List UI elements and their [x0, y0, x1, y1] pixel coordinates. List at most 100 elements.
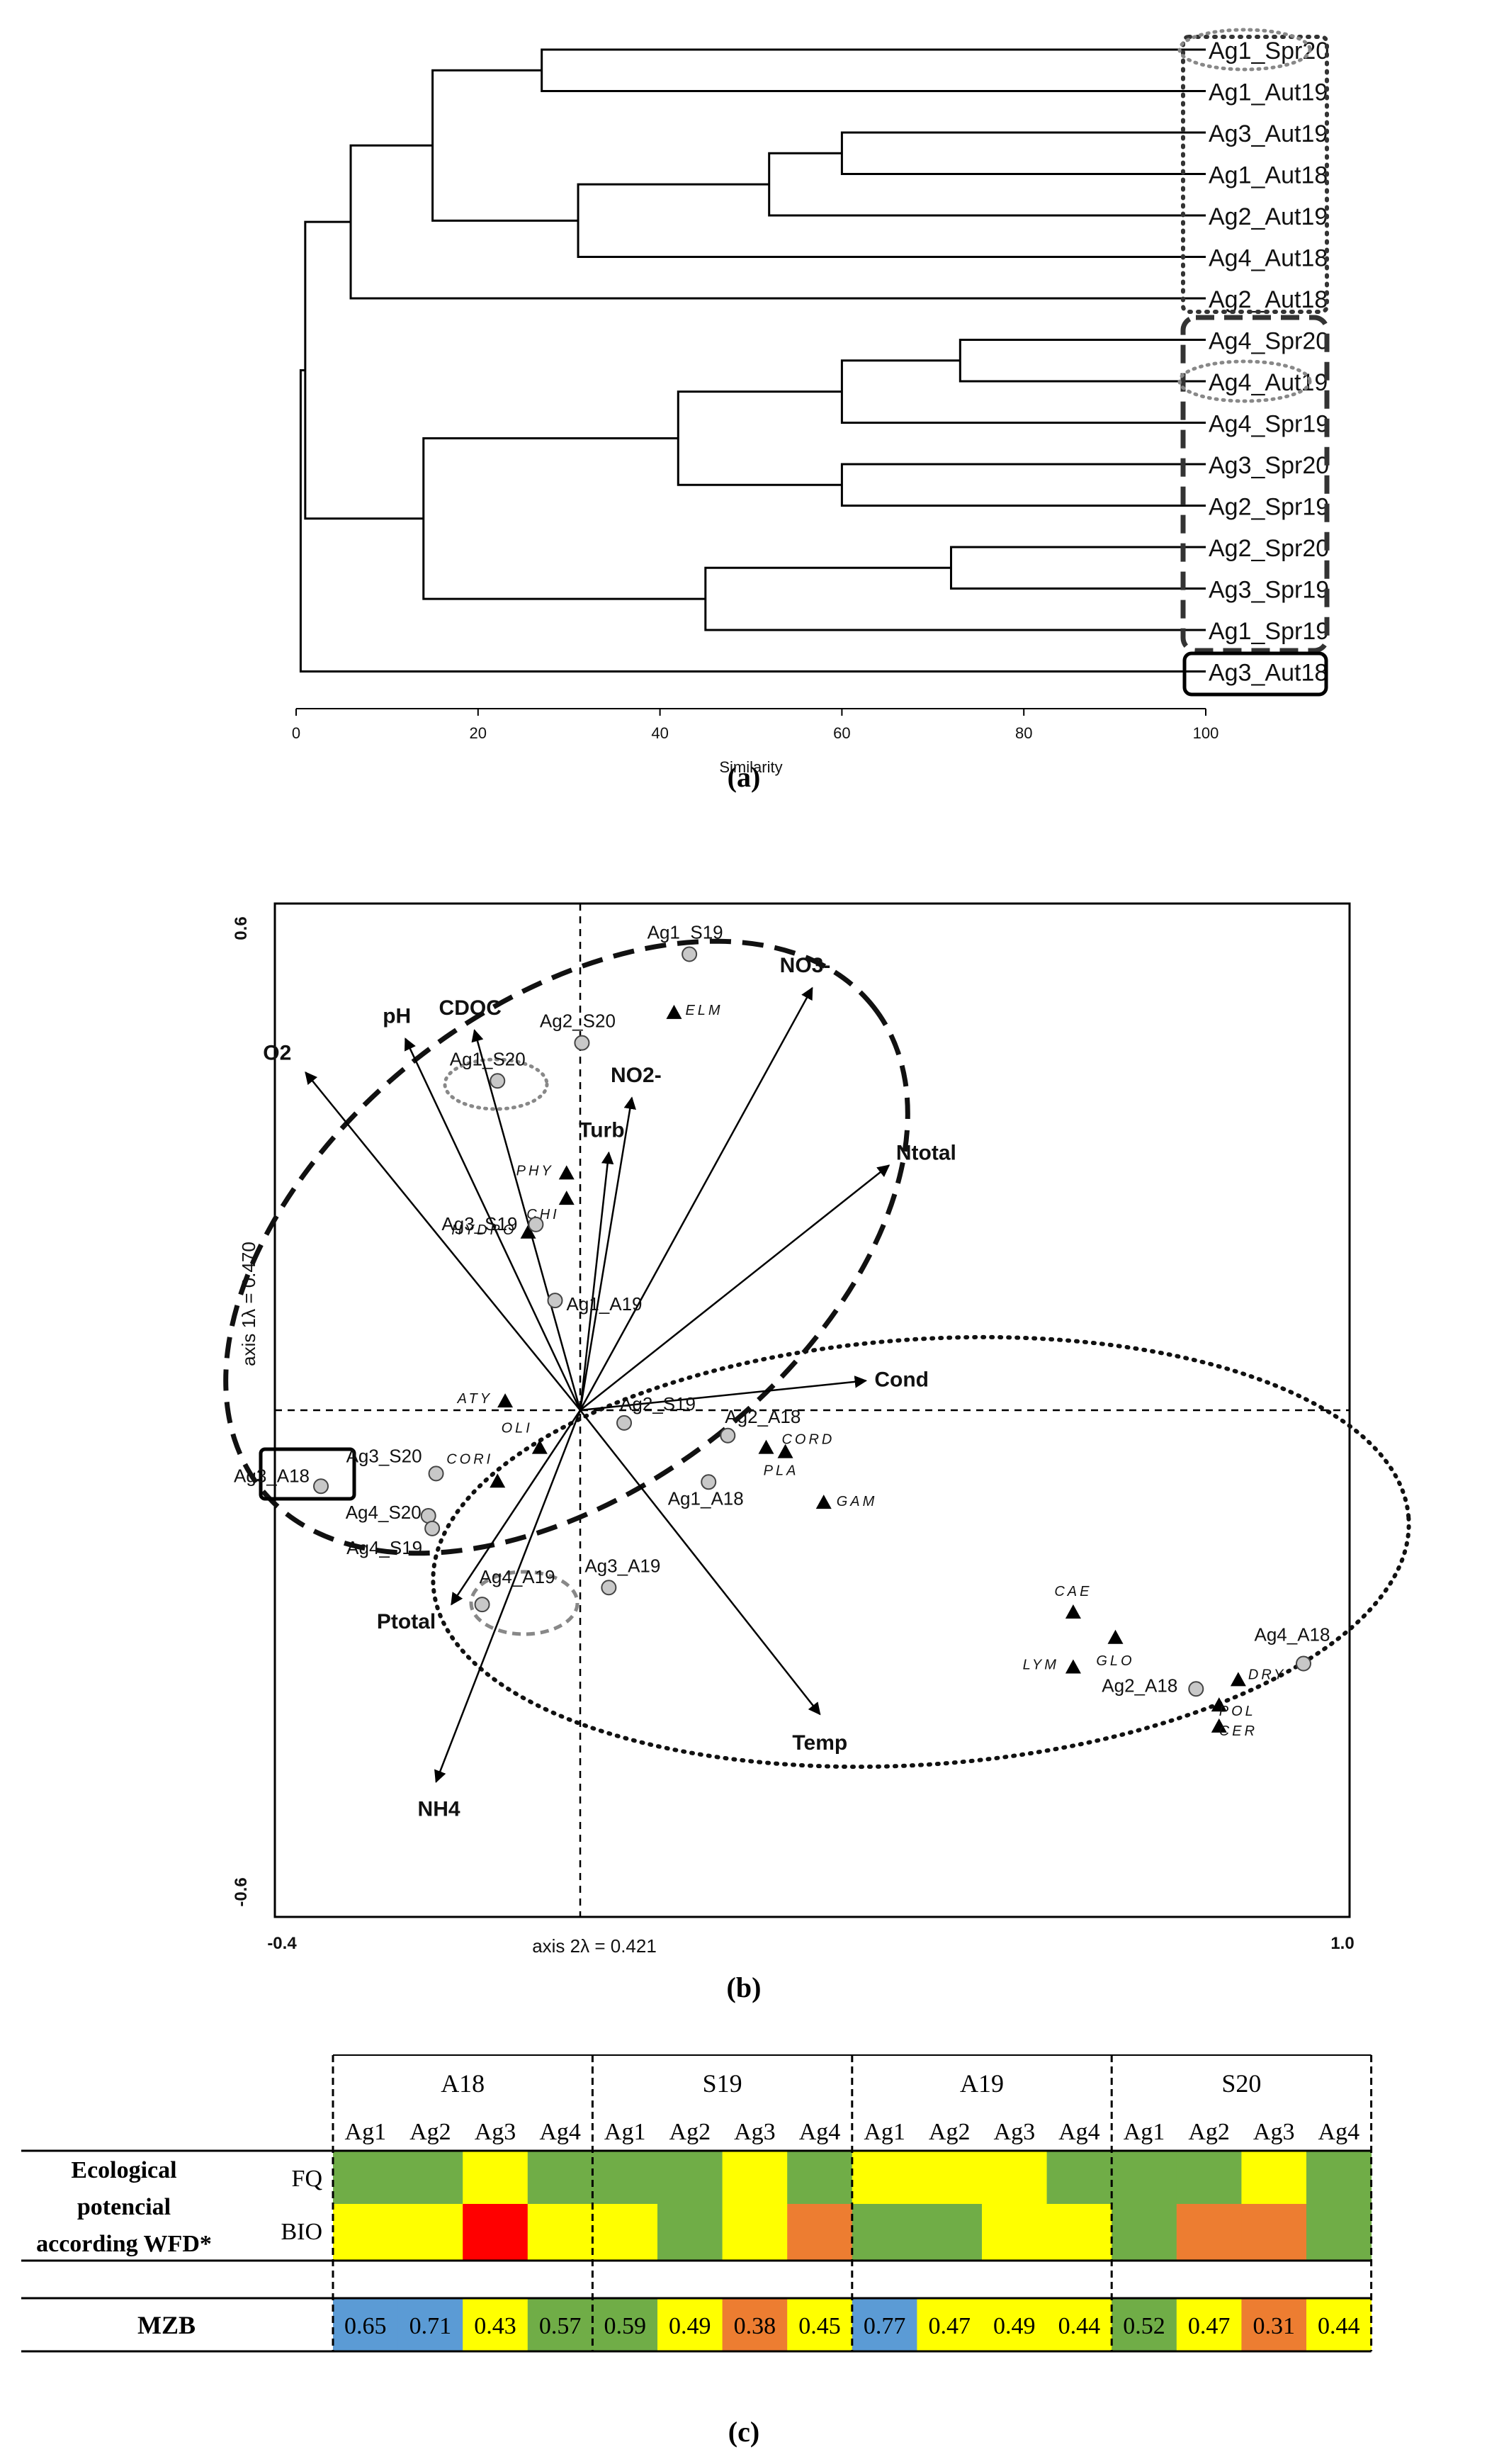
site-label: Ag4_S19 — [346, 1537, 422, 1558]
leaf-label: Ag1_Aut18 — [1209, 162, 1328, 189]
site-header: Ag4 — [799, 2119, 841, 2145]
leaf-label: Ag1_Aut19 — [1209, 79, 1328, 106]
mzb-value: 0.71 — [409, 2313, 452, 2339]
mzb-value: 0.77 — [864, 2313, 906, 2339]
dendrogram-branch — [840, 359, 1206, 424]
site-label: Ag1_S19 — [648, 922, 723, 943]
taxon-marker — [520, 1224, 536, 1239]
vector-arrow — [579, 1410, 821, 1716]
dendrogram-branch — [768, 152, 1206, 217]
site-label: Ag2_S19 — [620, 1393, 696, 1414]
taxon-label: GAM — [837, 1494, 878, 1509]
taxon-marker — [1065, 1604, 1081, 1619]
status-cell — [333, 2204, 399, 2261]
site-marker — [428, 1466, 444, 1482]
site-marker — [490, 1073, 506, 1089]
status-cell — [1176, 2204, 1242, 2261]
taxon-marker — [1211, 1718, 1227, 1733]
y-axis-label: axis 1λ = 0.470 — [238, 1242, 259, 1366]
site-header: Ag1 — [864, 2119, 905, 2145]
site-marker — [574, 1035, 590, 1051]
taxon-label: ELM — [685, 1003, 723, 1018]
site-label: Ag1_A19 — [567, 1293, 643, 1315]
site-label: Ag2_A18 — [725, 1406, 801, 1427]
status-cell — [917, 2151, 983, 2204]
site-marker — [601, 1580, 617, 1596]
mzb-cell — [592, 2298, 658, 2351]
row-label-fq: FQ — [292, 2166, 322, 2192]
site-marker — [474, 1597, 490, 1613]
leaf-label: Ag1_Spr19 — [1209, 618, 1329, 645]
biplot-group-ellipses — [223, 938, 1411, 1770]
mzb-cell — [397, 2298, 463, 2351]
vector-arrow — [579, 1376, 868, 1412]
status-cell — [592, 2204, 658, 2261]
period-header: A19 — [960, 2069, 1004, 2098]
taxon-marker — [1107, 1629, 1124, 1644]
vector-arrow — [579, 1151, 614, 1411]
y-tick-label: -0.6 — [232, 1877, 251, 1906]
site-header: Ag3 — [994, 2119, 1036, 2145]
site-header: Ag2 — [669, 2119, 711, 2145]
leaf-label: Ag4_Spr19 — [1209, 411, 1329, 438]
vector-label: pH — [383, 1005, 411, 1028]
row-group-label: potencial — [77, 2194, 171, 2220]
status-cell — [852, 2204, 917, 2261]
leaf-label: Ag2_Aut19 — [1209, 203, 1328, 230]
taxon-marker — [1230, 1672, 1246, 1687]
mzb-cell — [787, 2298, 853, 2351]
x-tick-label: 1.0 — [1330, 1934, 1354, 1953]
mzb-value: 0.43 — [474, 2313, 516, 2339]
status-cell — [592, 2151, 658, 2204]
x-tick-label: -0.4 — [267, 1934, 297, 1953]
mzb-value: 0.44 — [1058, 2313, 1101, 2339]
site-label: Ag3_A18 — [234, 1465, 310, 1486]
row-label-mzb: MZB — [137, 2311, 196, 2339]
group-box-dotted — [1181, 35, 1329, 314]
mzb-cell — [722, 2298, 788, 2351]
site-marker — [616, 1414, 633, 1431]
dendrogram-branch — [349, 144, 1206, 300]
dendrogram-branch — [304, 220, 424, 520]
taxon-marker — [1065, 1659, 1081, 1674]
taxon-label: GLO — [1096, 1653, 1134, 1669]
mzb-cell — [527, 2298, 593, 2351]
vector-arrow — [579, 1164, 890, 1411]
site-header: Ag1 — [345, 2119, 387, 2145]
taxon-marker — [815, 1495, 832, 1509]
vector-label: Ptotal — [377, 1610, 436, 1633]
status-cell — [982, 2204, 1048, 2261]
status-cell — [1046, 2151, 1112, 2204]
site-marker — [720, 1427, 736, 1444]
taxon-marker — [1211, 1697, 1227, 1712]
vector-label: Temp — [792, 1731, 847, 1755]
site-header: Ag1 — [604, 2119, 646, 2145]
dendrogram-branch — [541, 48, 1206, 92]
leaf-label: Ag4_Aut18 — [1209, 245, 1328, 272]
period-header: S20 — [1221, 2069, 1261, 2098]
dendrogram — [299, 48, 1206, 673]
site-label: Ag3_S19 — [441, 1213, 517, 1234]
taxon-marker — [777, 1444, 793, 1458]
taxon-marker — [497, 1393, 514, 1408]
mzb-cell — [1306, 2298, 1372, 2351]
status-cell — [1112, 2151, 1177, 2204]
x-tick-label: 20 — [470, 724, 487, 742]
taxon-label: CORD — [781, 1432, 835, 1448]
mzb-value: 0.44 — [1318, 2313, 1360, 2339]
x-tick-label: 80 — [1015, 724, 1032, 742]
site-label: Ag4_A19 — [480, 1566, 555, 1587]
mzb-value: 0.52 — [1123, 2313, 1165, 2339]
mzb-cell — [463, 2298, 528, 2351]
dendrogram-branch — [840, 131, 1206, 175]
status-cell — [1046, 2204, 1112, 2261]
leaf-label: Ag2_Aut18 — [1209, 286, 1328, 313]
vector-arrow — [305, 1071, 581, 1411]
site-label: Ag1_A18 — [668, 1487, 744, 1509]
taxon-marker — [558, 1165, 575, 1180]
taxon-marker — [531, 1439, 548, 1454]
leaf-label: Ag2_Spr20 — [1209, 535, 1329, 562]
